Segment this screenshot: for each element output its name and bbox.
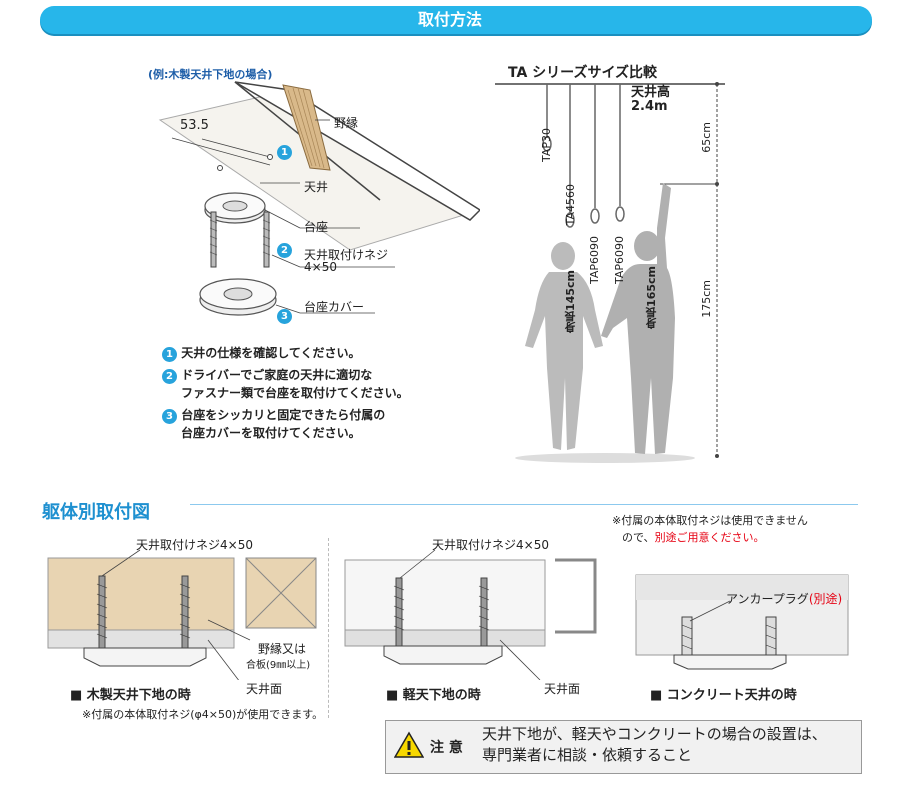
model-label-tap6090-2: TAP6090: [613, 236, 626, 285]
wood-diagram: [47, 549, 317, 680]
wood-ceiling-face: 天井面: [246, 682, 283, 696]
wood-screw-label: 天井取付けネジ4×50: [136, 538, 253, 552]
note-top-1: ※付属の本体取付ネジは使用できません: [612, 514, 808, 527]
marker-2: 2: [277, 243, 292, 258]
base-label: 台座: [304, 220, 329, 234]
model-label-tap6090-1: TAP6090: [588, 236, 601, 285]
screw-size-label: 4×50: [304, 260, 337, 274]
light-caption: ■ 軽天下地の時: [386, 688, 481, 703]
person1-height: 身長145cm: [564, 270, 577, 333]
joist-label: 野縁: [334, 116, 359, 130]
wood-caption: ■ 木製天井下地の時: [70, 688, 191, 703]
step-list: 1 天井の仕様を確認してください。 2 ドライバーでご家庭の天井に適切なファスナ…: [162, 344, 409, 442]
person2-height: 身長165cm: [645, 266, 658, 329]
warning-icon: [394, 731, 424, 758]
warning-box: [385, 720, 862, 774]
header-bar: [40, 6, 872, 34]
separator: [328, 538, 329, 718]
page-title: 取付方法: [417, 10, 482, 29]
installation-diagram: [158, 81, 480, 316]
screw-label: 天井取付けネジ: [304, 248, 389, 262]
dim-top-label: 65cm: [700, 122, 713, 153]
marker-1: 1: [277, 145, 292, 160]
cover-label: 台座カバー: [304, 300, 365, 314]
dim-bottom-label: 175cm: [700, 280, 713, 318]
size-compare-title: TA シリーズサイズ比較: [508, 65, 658, 81]
light-gauge-diagram: [344, 549, 597, 680]
light-screw-label: 天井取付けネジ4×50: [432, 538, 549, 552]
concrete-caption: ■ コンクリート天井の時: [650, 688, 797, 703]
ceiling-label: 天井: [304, 180, 329, 194]
model-label-tap30: TAP30: [540, 128, 553, 163]
concrete-diagram: [635, 574, 849, 670]
step-3: 3 台座をシッカリと固定できたら付属の台座カバーを取付けてください。: [162, 406, 409, 442]
warning-text: 天井下地が、軽天やコンクリートの場合の設置は、専門業者に相談・依頼すること: [482, 725, 827, 764]
anchor-label: アンカープラグ(別途): [726, 592, 843, 606]
note-top-2: ので、別途ご用意ください。: [622, 531, 765, 544]
size-compare-diagram: [495, 82, 725, 463]
model-label-ta4560: TA4560: [564, 184, 577, 226]
warning-label: 注 意: [430, 740, 463, 756]
example-label: (例:木製天井下地の場合): [148, 68, 273, 81]
section-title: 躯体別取付図: [42, 502, 150, 523]
wood-joist-label: 野縁又は: [258, 642, 307, 656]
section-divider: [190, 504, 858, 505]
light-ceiling-face: 天井面: [544, 682, 581, 696]
wood-joist-note: 合板(9㎜以上): [246, 660, 311, 671]
step-2: 2 ドライバーでご家庭の天井に適切なファスナー類で台座を取付けてください。: [162, 366, 409, 402]
dimension-label: 53.5: [180, 118, 209, 133]
step-1: 1 天井の仕様を確認してください。: [162, 344, 409, 362]
marker-3: 3: [277, 309, 292, 324]
wood-note: ※付属の本体取付ネジ(φ4×50)が使用できます。: [82, 708, 324, 721]
